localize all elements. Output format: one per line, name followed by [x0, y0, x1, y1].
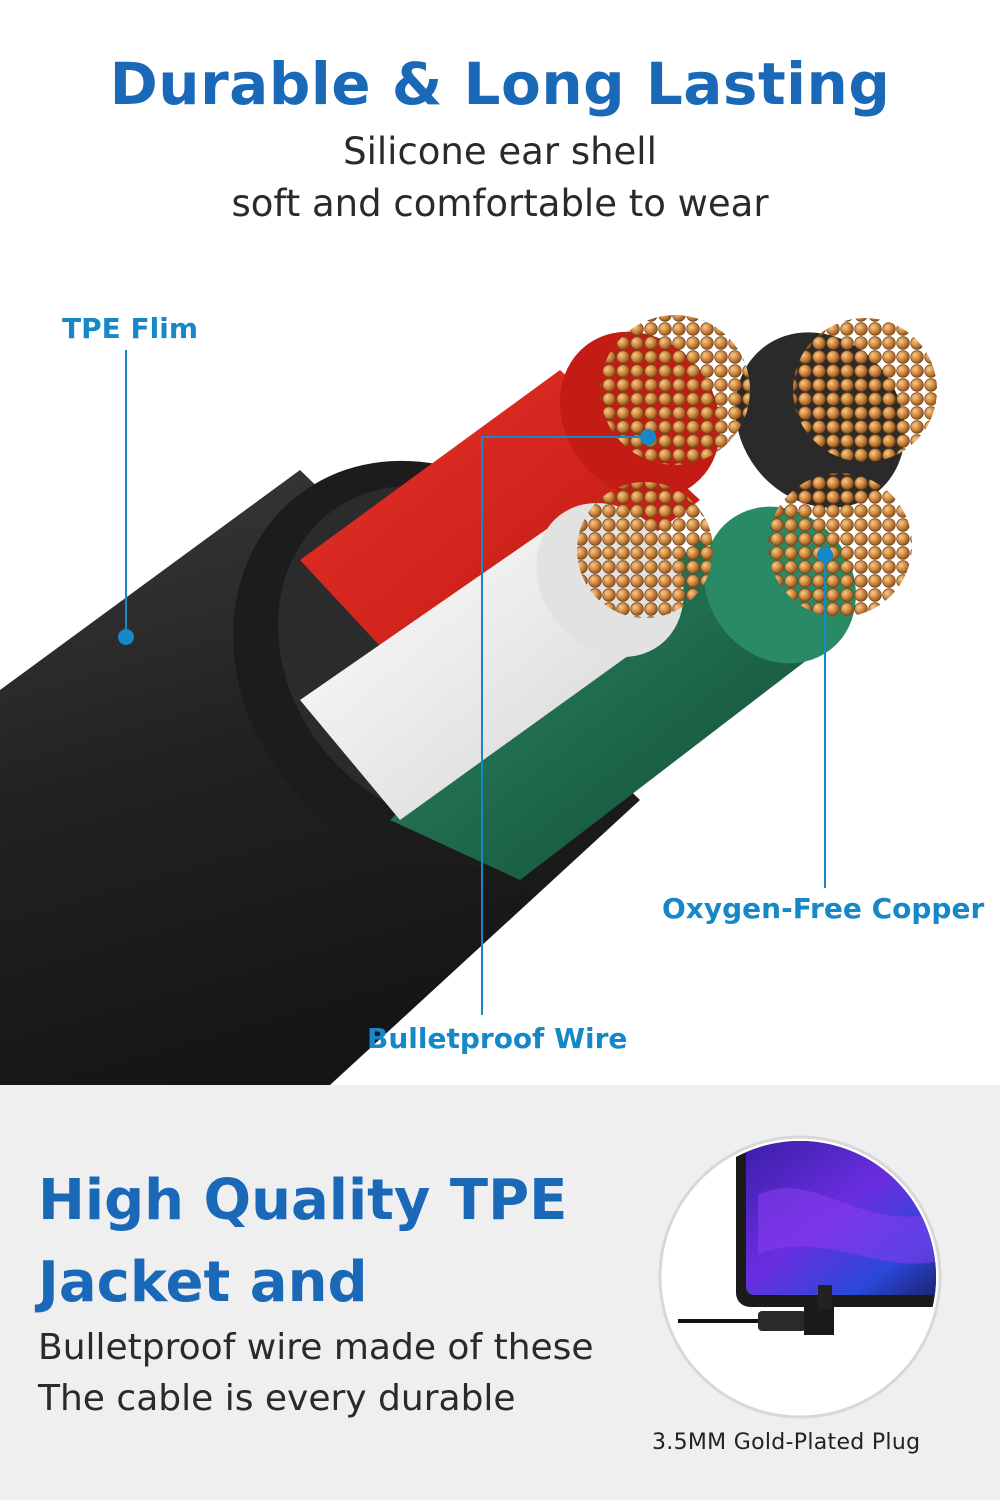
phone-plug-image [658, 1135, 942, 1419]
subtitle-line-2: soft and comfortable to wear [231, 182, 769, 225]
callout-tpe-label: TPE Flim [62, 312, 198, 345]
wire-callout-dot [640, 429, 656, 445]
feature-text-line-2: The cable is every durable [38, 1378, 516, 1419]
copper-callout-dot [817, 547, 833, 563]
page-title: Durable & Long Lasting [109, 50, 891, 118]
copper-bundles [577, 315, 937, 618]
subtitle-line-1: Silicone ear shell [343, 130, 657, 173]
callout-wire-label: Bulletproof Wire [367, 1022, 628, 1055]
feature-text-line-1: Bulletproof wire made of these [38, 1327, 594, 1368]
feature-title-line-1: High Quality TPE [38, 1168, 568, 1233]
plug-body [804, 1305, 834, 1335]
tpe-callout-dot [118, 629, 134, 645]
callout-copper-label: Oxygen-Free Copper [662, 892, 985, 925]
plug-caption: 3.5MM Gold-Plated Plug [652, 1430, 921, 1455]
green-wire [390, 540, 820, 880]
cable-cross-section-illustration [0, 315, 937, 1085]
plug-strain-relief [758, 1311, 806, 1331]
feature-title-line-2: Jacket and [38, 1250, 368, 1315]
